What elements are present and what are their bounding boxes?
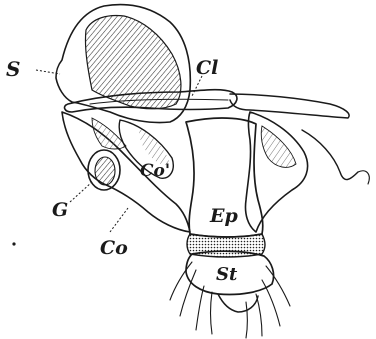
leader-g [70, 182, 92, 202]
ink-speck [12, 242, 15, 245]
right-clavicle [230, 94, 349, 118]
label-g: G [52, 199, 68, 221]
label-ep: Ep [209, 205, 238, 227]
coracoid-left [62, 112, 190, 232]
leader-co [110, 208, 128, 232]
sternum-lower [218, 294, 258, 312]
scapula-hatched-region [85, 16, 180, 109]
label-co-prime: Co' [140, 161, 170, 181]
leader-cl [192, 76, 202, 96]
label-cl: Cl [196, 57, 218, 79]
label-co: Co [100, 237, 128, 259]
coracoid-left-hatching [92, 118, 126, 149]
glenoid-cavity-inner [95, 157, 115, 185]
coracoid-right-hatching [261, 126, 296, 167]
label-s: S [6, 57, 20, 81]
label-st: St [216, 264, 238, 285]
